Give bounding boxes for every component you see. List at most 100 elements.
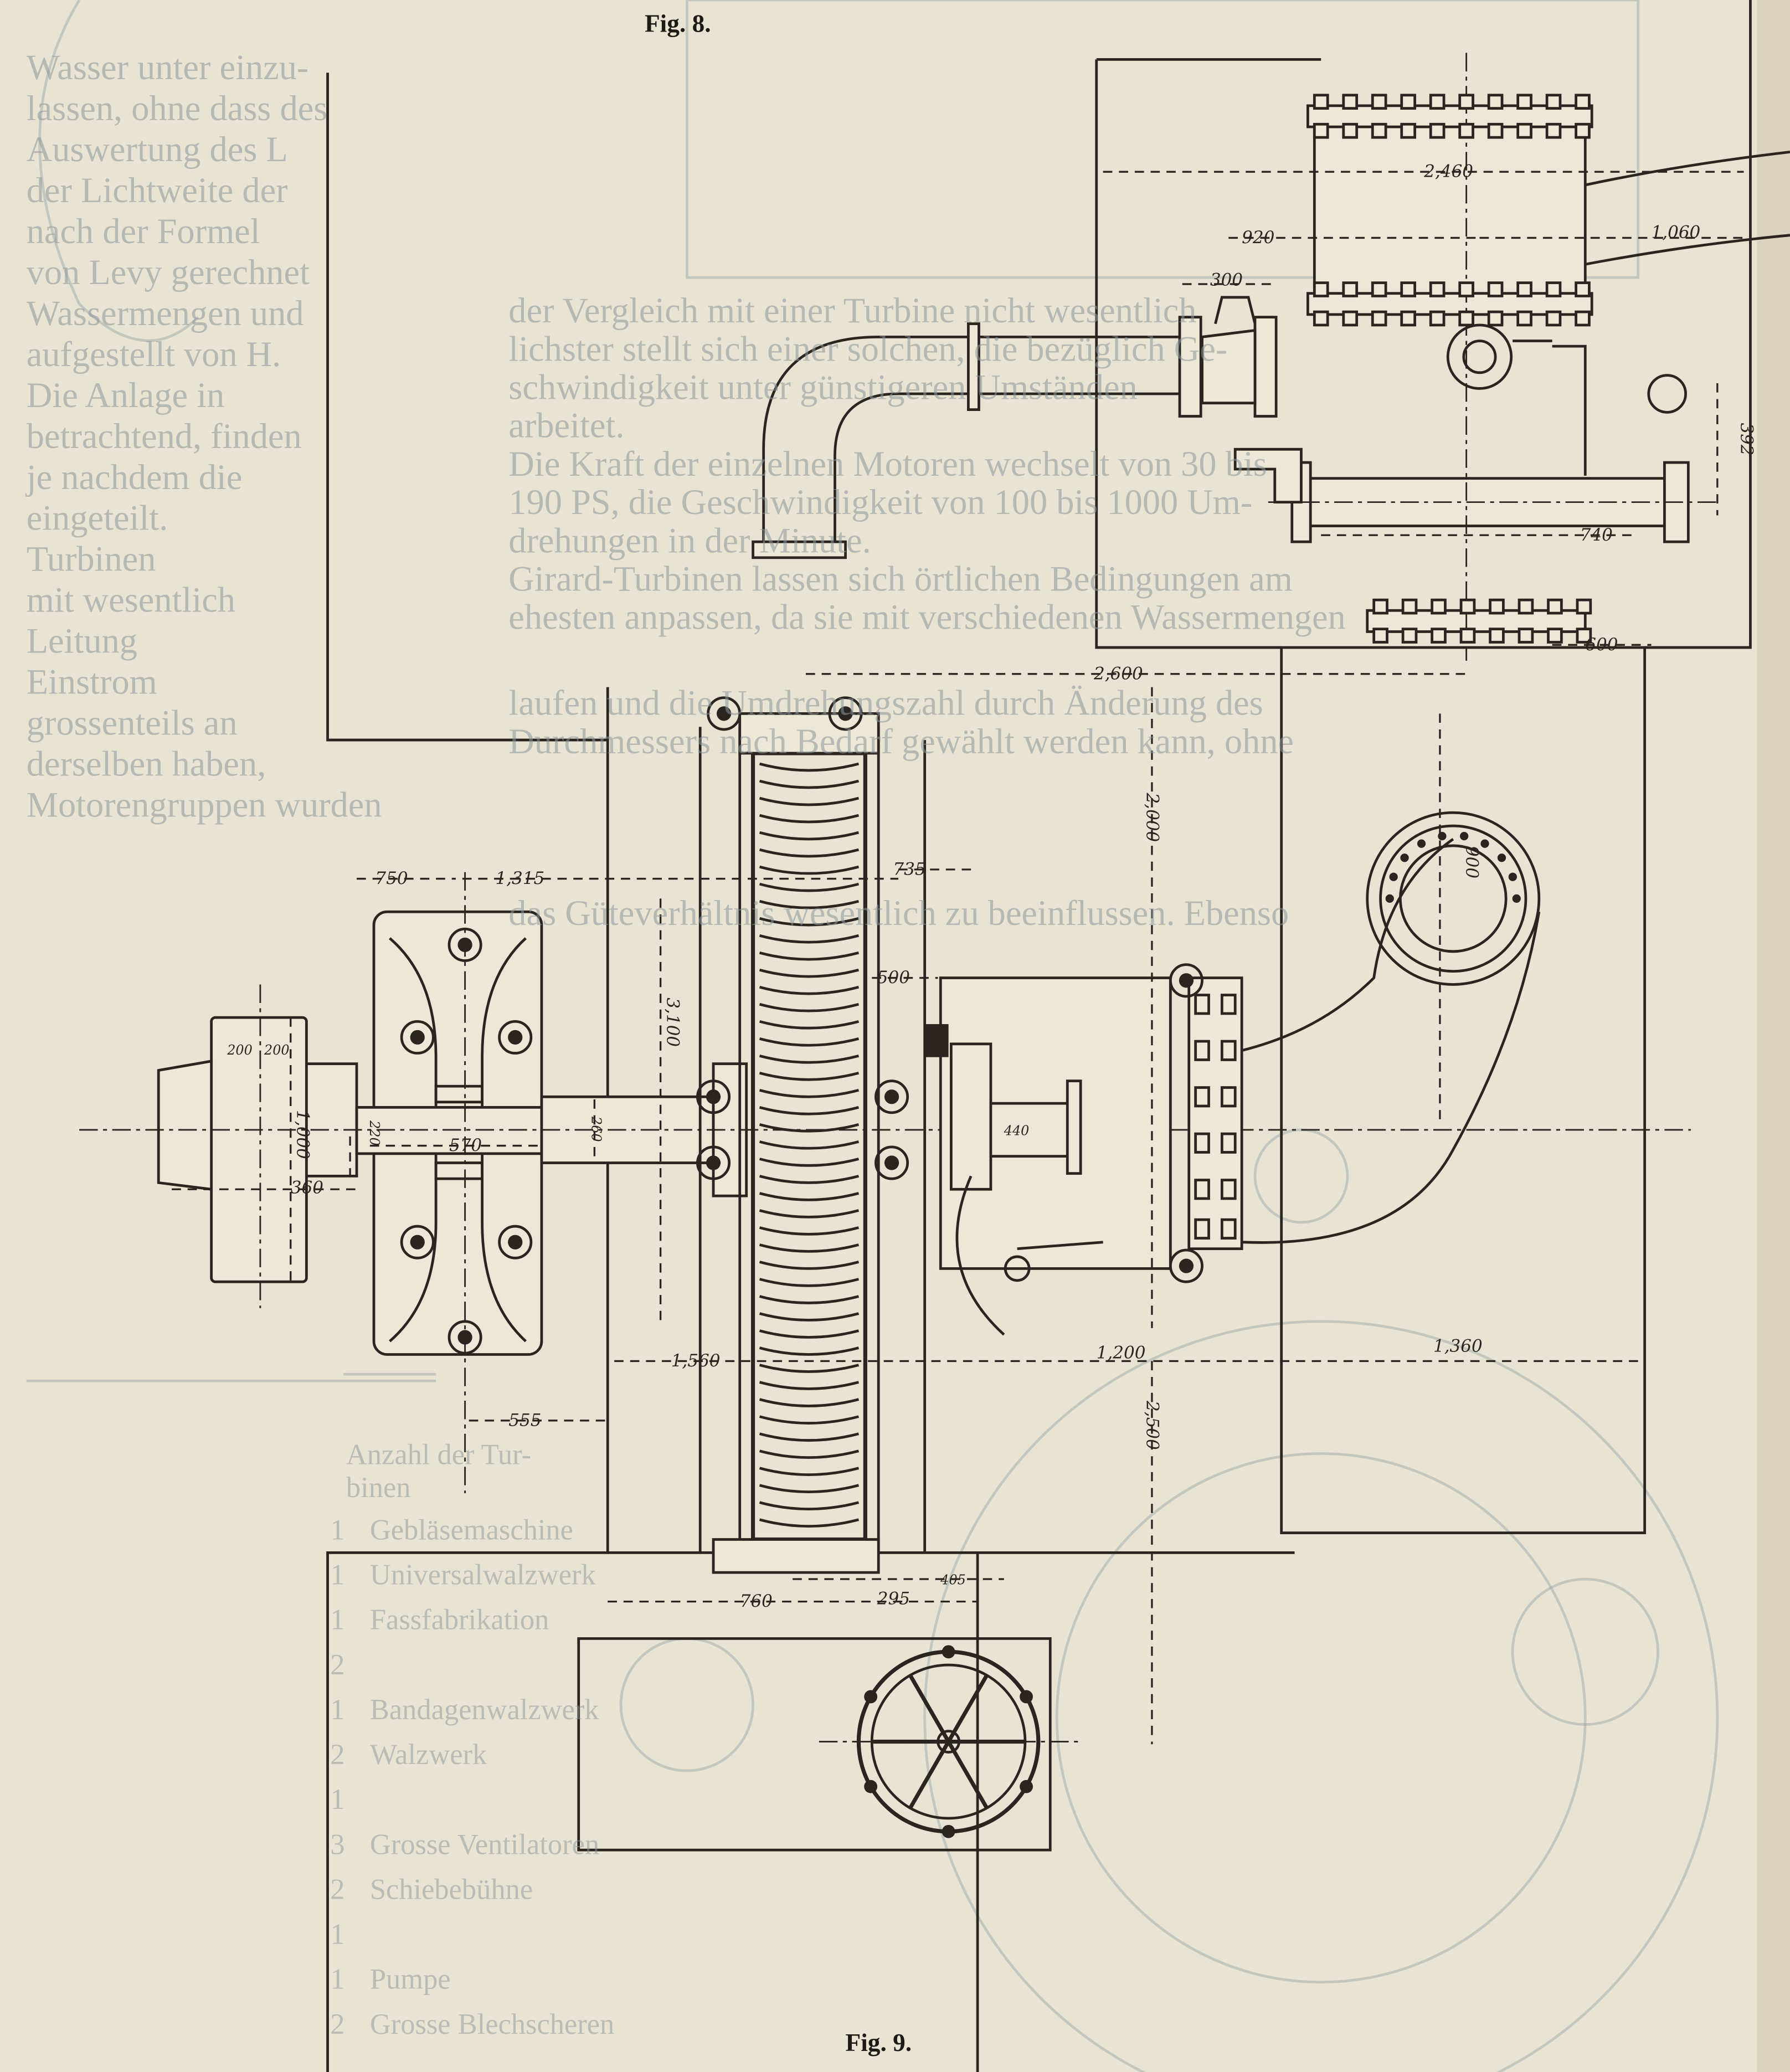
flange-bolt bbox=[1547, 598, 1563, 615]
bleed-through-line: je nachdem die bbox=[25, 457, 243, 497]
flange-bolt bbox=[1313, 94, 1329, 110]
flange-bolt bbox=[1518, 598, 1534, 615]
flange-bolt bbox=[1372, 628, 1388, 644]
girard-turbine-wheel bbox=[698, 712, 927, 1574]
flange-bolt bbox=[1487, 94, 1504, 110]
table-count: 2 bbox=[330, 1873, 344, 1905]
flange-bolt bbox=[1497, 854, 1506, 862]
dimension-lines bbox=[172, 171, 1744, 1745]
dim-1315: 1,315 bbox=[495, 868, 544, 888]
bleed-through-line: Die Kraft der einzelnen Motoren wechselt… bbox=[508, 444, 1267, 484]
bolt-boss bbox=[875, 1145, 909, 1180]
flange-bolt bbox=[1400, 94, 1416, 110]
table-count: 2 bbox=[330, 2008, 344, 2040]
wheel-bucket bbox=[759, 1501, 860, 1511]
handwheel-knob bbox=[942, 1824, 955, 1838]
dim-200-right: 200 bbox=[264, 1042, 290, 1058]
plate-bolt bbox=[1220, 1040, 1237, 1061]
flange-bolt bbox=[1429, 310, 1446, 327]
handwheel-spoke bbox=[908, 1674, 950, 1743]
wheel-bucket bbox=[759, 848, 860, 858]
bleed-through-line: eingeteilt. bbox=[27, 498, 168, 538]
wheel-bucket bbox=[759, 1037, 860, 1047]
wheel-bucket bbox=[759, 1243, 860, 1253]
flange-bolt bbox=[1342, 281, 1359, 297]
bleed-through-line: derselben haben, bbox=[27, 744, 266, 783]
table-header-text: Anzahl der Tur- bbox=[346, 1439, 531, 1471]
flange-bolt bbox=[1508, 872, 1517, 881]
flange-bolt bbox=[1460, 831, 1469, 841]
plate-bolt bbox=[1194, 1086, 1210, 1108]
flange-bolt bbox=[1371, 122, 1387, 139]
table-count: 1 bbox=[330, 1963, 344, 1996]
wheel-bucket bbox=[759, 1364, 860, 1373]
flange-bolt bbox=[1385, 894, 1394, 903]
bolt-boss bbox=[1169, 963, 1203, 998]
table-count: 3 bbox=[330, 1828, 344, 1860]
bleed-through-line: 190 PS, die Geschwindigkeit von 100 bis … bbox=[508, 482, 1252, 522]
flange-bolt bbox=[1313, 122, 1329, 139]
bleed-through-line: Die Anlage in bbox=[27, 376, 225, 415]
flange-bolt bbox=[1545, 94, 1562, 110]
flange-bolt bbox=[1400, 122, 1416, 139]
wheel-bucket bbox=[759, 1278, 860, 1287]
dim-1360: 1,360 bbox=[1433, 1336, 1483, 1356]
flange-bolt bbox=[1400, 281, 1416, 297]
handwheel-knob bbox=[1020, 1780, 1033, 1793]
wheel-bucket bbox=[759, 1209, 860, 1218]
wheel-bucket bbox=[759, 1329, 860, 1339]
bolt bbox=[508, 1030, 523, 1045]
figure-9-caption: Fig. 9. bbox=[846, 2029, 912, 2056]
bolt bbox=[706, 1155, 721, 1170]
bleed-through-line: Wasser unter einzu- bbox=[27, 48, 309, 87]
flange-bolt bbox=[1458, 281, 1474, 297]
flange-bolt bbox=[1431, 628, 1447, 644]
table-count: 1 bbox=[330, 1514, 344, 1546]
bolt-boss bbox=[1169, 1248, 1203, 1283]
bolt-boss bbox=[828, 696, 863, 731]
gear-detail bbox=[924, 1024, 949, 1057]
flange-bolt bbox=[1459, 628, 1476, 644]
dim-1200: 1,200 bbox=[1097, 1343, 1146, 1363]
flange-bolt bbox=[1487, 122, 1504, 139]
flange-bolt bbox=[1389, 872, 1398, 881]
bleed-through-line: Einstrom bbox=[27, 662, 157, 702]
bolt-boss bbox=[400, 1225, 435, 1259]
bleed-through-line: lassen, ohne dass des bbox=[27, 89, 328, 128]
bolt bbox=[457, 1330, 472, 1345]
bolt bbox=[838, 706, 853, 721]
handwheel bbox=[819, 1645, 1083, 1838]
plate-bolt bbox=[1220, 1086, 1237, 1108]
wheel-bucket bbox=[759, 899, 860, 909]
flange-bolt bbox=[1480, 839, 1489, 848]
flange-bolt bbox=[1429, 94, 1446, 110]
flange-bolt bbox=[1371, 281, 1387, 297]
building-outline bbox=[326, 0, 1752, 2072]
table-name: Bandagenwalzwerk bbox=[370, 1694, 599, 1726]
flange-bolt bbox=[1458, 310, 1474, 327]
bolt bbox=[884, 1155, 899, 1170]
flange-bolt bbox=[1342, 94, 1359, 110]
bleed-through-line: ehesten anpassen, da sie mit verschieden… bbox=[508, 598, 1345, 637]
flange-bolt bbox=[1487, 310, 1504, 327]
bolt-boss bbox=[696, 1145, 731, 1180]
flange-bolt bbox=[1438, 831, 1447, 841]
dim-2000: 2,000 bbox=[1142, 793, 1162, 842]
wheel-bucket bbox=[759, 1449, 860, 1459]
dim-1000: 1,000 bbox=[293, 1110, 313, 1159]
dim-570: 570 bbox=[449, 1135, 482, 1155]
bleed-through-line: betrachtend, finden bbox=[27, 417, 302, 456]
bolt-boss bbox=[498, 1020, 533, 1055]
bleed-through-line: laufen und die Umdrehungszahl durch Ände… bbox=[508, 683, 1263, 723]
wheel-bucket bbox=[759, 779, 860, 789]
wheel-bucket bbox=[759, 1312, 860, 1322]
table-count: 1 bbox=[330, 1919, 344, 1951]
bolt-boss bbox=[696, 1079, 731, 1114]
dim-1560: 1,560 bbox=[671, 1351, 721, 1371]
table-count: 1 bbox=[330, 1694, 344, 1726]
flange-bolt bbox=[1313, 310, 1329, 327]
bleed-through-line: lichster stellt sich einer solchen, die … bbox=[508, 329, 1227, 368]
wheel-bucket bbox=[759, 1346, 860, 1356]
